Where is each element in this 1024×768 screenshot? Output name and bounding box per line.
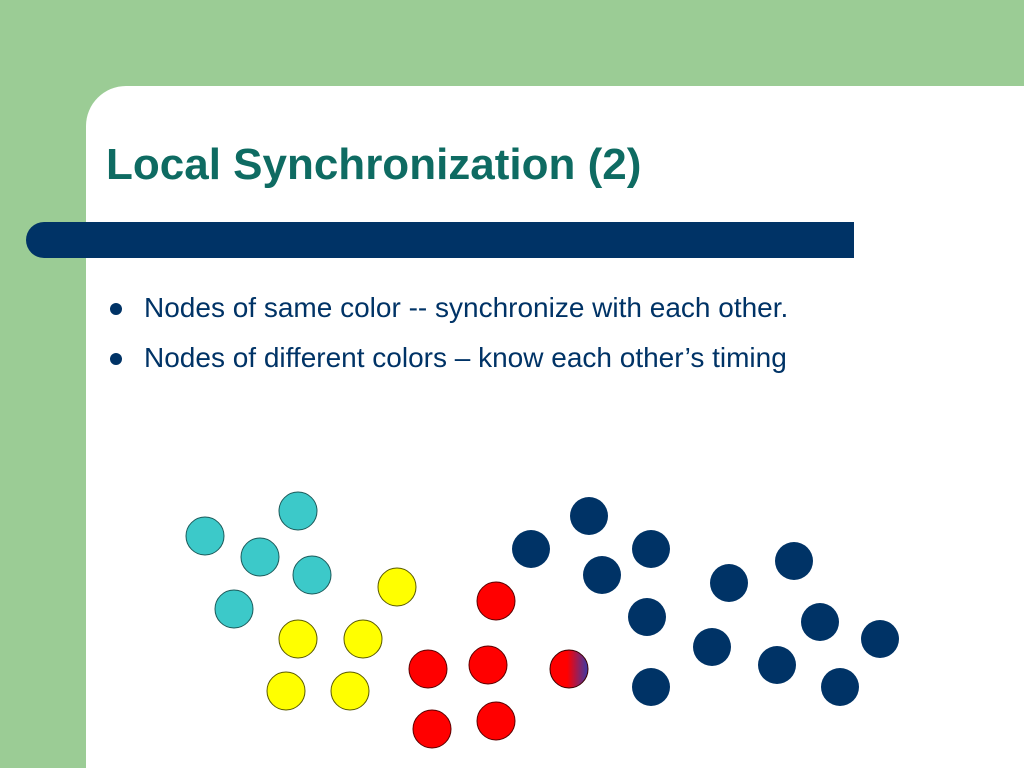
title-underline-bar [26,222,854,258]
navy-node [583,556,621,594]
cyan-node [214,589,254,629]
red-node [476,581,516,621]
navy-node [710,564,748,602]
slide-title: Local Synchronization (2) [106,140,642,189]
navy-node [801,603,839,641]
navy-node [758,646,796,684]
bullet-list: Nodes of same color -- synchronize with … [106,286,788,386]
red-blue-gradient-node [549,649,589,689]
content-panel [86,86,1024,768]
navy-node [628,598,666,636]
red-node [408,649,448,689]
red-node [476,701,516,741]
cyan-node [278,491,318,531]
navy-node [821,668,859,706]
yellow-node [266,671,306,711]
yellow-node [278,619,318,659]
navy-node [861,620,899,658]
navy-node [632,530,670,568]
bullet-text: Nodes of different colors – know each ot… [144,342,787,373]
red-node [468,645,508,685]
red-node [412,709,452,749]
cyan-node [240,537,280,577]
navy-node [632,668,670,706]
bullet-item: Nodes of same color -- synchronize with … [106,286,788,336]
cyan-node [185,516,225,556]
yellow-node [377,567,417,607]
green-corner-block [0,0,358,86]
bullet-dot-icon [110,353,122,365]
bullet-text: Nodes of same color -- synchronize with … [144,292,789,323]
navy-node [512,530,550,568]
bullet-item: Nodes of different colors – know each ot… [106,336,788,386]
yellow-node [343,619,383,659]
cyan-node [292,555,332,595]
navy-node [693,628,731,666]
yellow-node [330,671,370,711]
bullet-dot-icon [110,303,122,315]
navy-node [775,542,813,580]
navy-node [570,497,608,535]
